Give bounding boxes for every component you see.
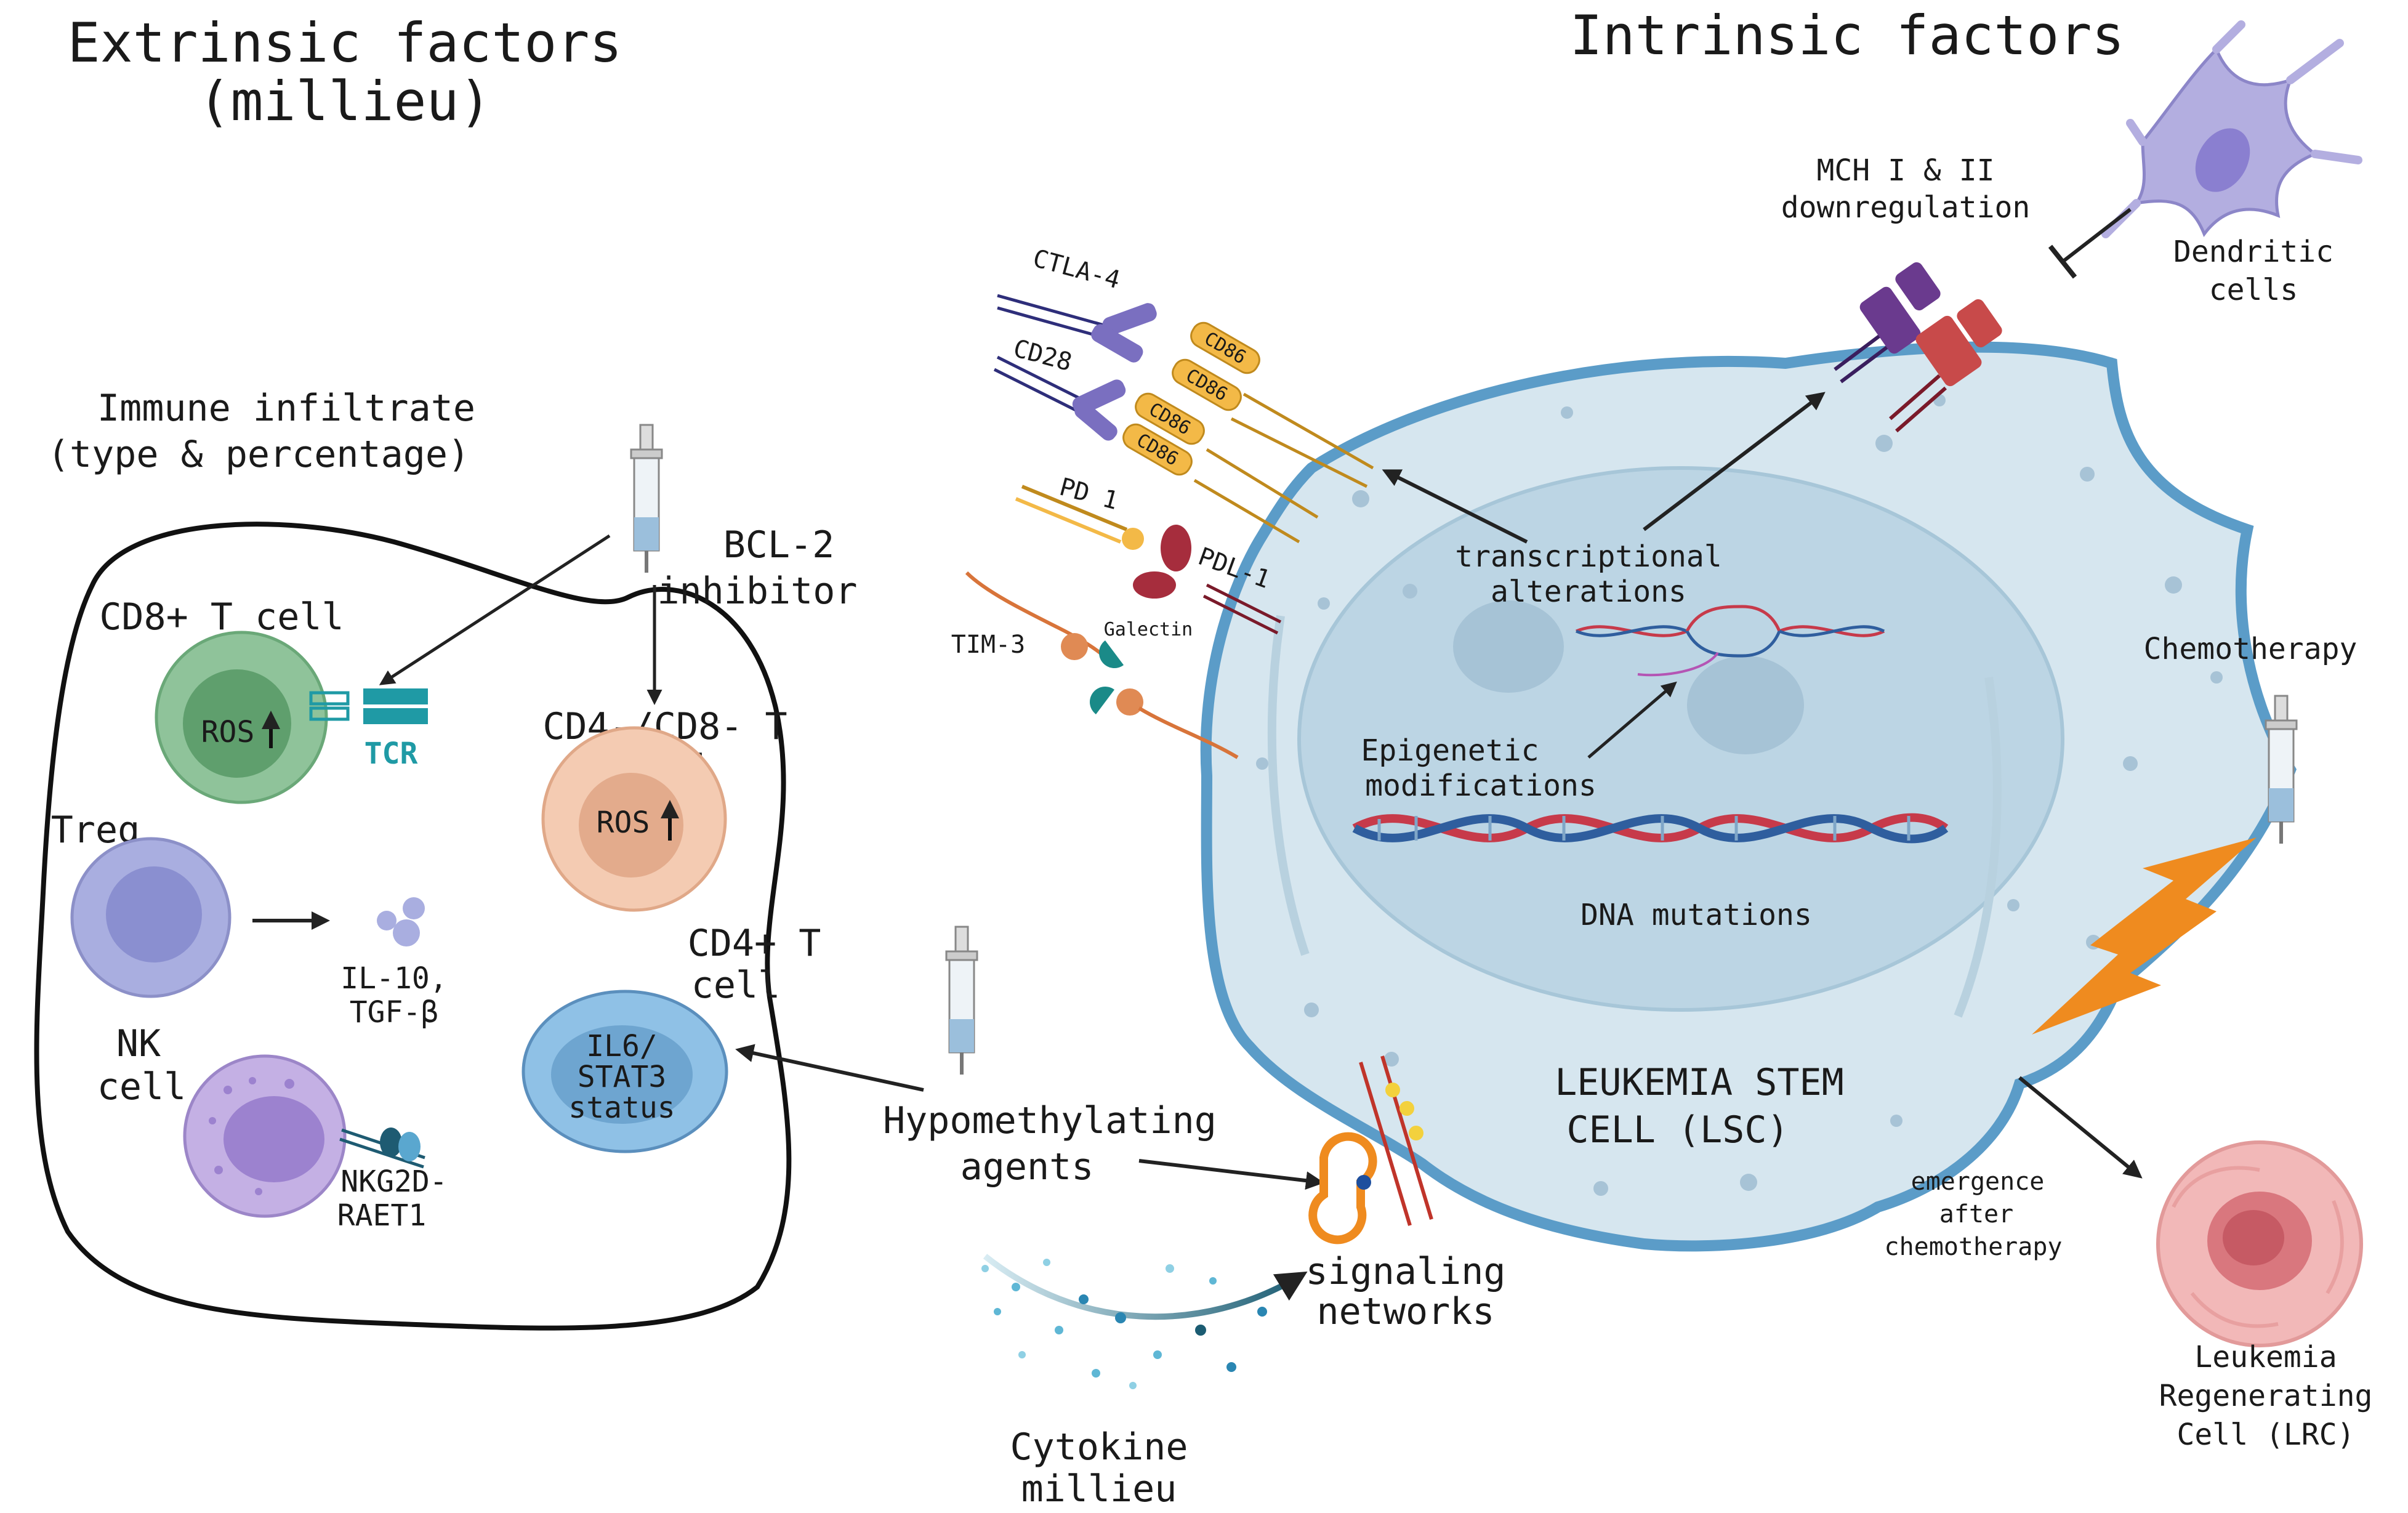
mhc-line2: downregulation bbox=[1781, 190, 2031, 225]
tcr-label: TCR bbox=[364, 736, 418, 771]
signaling-line2: networks bbox=[1317, 1290, 1495, 1333]
signaling-line1: signaling bbox=[1305, 1250, 1505, 1293]
transcript-to-mhc-arrow bbox=[1643, 392, 1826, 531]
pdl1-receptor-icon bbox=[1133, 525, 1282, 635]
cytoskeleton-line bbox=[1954, 676, 2002, 1018]
extrinsic-title-line2: (millieu) bbox=[198, 70, 492, 133]
nucleolus bbox=[1687, 656, 1804, 754]
cd4-cd8-negative-t-cell: ROS bbox=[541, 726, 727, 912]
nkg2d-line2: RAET1 bbox=[337, 1198, 427, 1233]
cd8-ros-label: ROS bbox=[201, 715, 255, 749]
cytoplasm-dots bbox=[1256, 394, 2223, 1196]
signaling-receptor-icon bbox=[1308, 1055, 1433, 1245]
cd4-t-cell: IL6/ STAT3 status bbox=[521, 990, 728, 1153]
emergence-line3: chemotherapy bbox=[1885, 1233, 2063, 1261]
emergence-line1: emergence bbox=[1911, 1168, 2045, 1196]
lsc-to-lrc-arrow bbox=[2018, 1076, 2143, 1179]
immune-infiltrate-line1: Immune infiltrate bbox=[97, 387, 475, 430]
bcl2-line2: inhibitor bbox=[657, 570, 857, 613]
inhibition-bar bbox=[2048, 244, 2077, 279]
syringe-icon bbox=[945, 926, 978, 1075]
transcriptional-line1: transcriptional bbox=[1455, 539, 1721, 574]
hypomethylating-line2: agents bbox=[960, 1145, 1094, 1188]
tim3-galectin-icon bbox=[965, 571, 1239, 759]
lightning-icon bbox=[2032, 837, 2257, 1035]
ctla4-label: CTLA-4 bbox=[1030, 244, 1123, 295]
chemotherapy-label: Chemotherapy bbox=[2144, 632, 2358, 666]
epigenetic-line2: modifications bbox=[1365, 769, 1597, 803]
il10-line2: TGF-β bbox=[350, 995, 439, 1030]
emergence-line2: after bbox=[1939, 1200, 2013, 1229]
hypo-to-cd4-arrow bbox=[735, 1044, 924, 1092]
galectin-label: Galectin bbox=[1104, 619, 1193, 640]
nk-line2: cell bbox=[97, 1065, 187, 1108]
cytokine-spray-icon bbox=[981, 1254, 1308, 1389]
dendritic-line1: Dendritic bbox=[2173, 235, 2334, 269]
il6-line2: STAT3 bbox=[578, 1060, 667, 1094]
lrc-line1: Leukemia bbox=[2194, 1340, 2337, 1374]
cytokine-line2: millieu bbox=[1021, 1467, 1177, 1511]
dendritic-line2: cells bbox=[2209, 273, 2298, 307]
transcript-to-receptors-arrow bbox=[1382, 469, 1528, 544]
nk-cell bbox=[183, 1054, 347, 1218]
pd1-receptor-icon bbox=[1015, 485, 1144, 550]
intrinsic-title: Intrinsic factors bbox=[1570, 4, 2125, 67]
nk-line1: NK bbox=[116, 1022, 161, 1065]
syringe-icon bbox=[2265, 695, 2298, 844]
mhc-line1: MCH I & II bbox=[1817, 153, 1995, 188]
lrc-line3: Cell (LRC) bbox=[2177, 1418, 2355, 1452]
lsc-line1: LEUKEMIA STEM bbox=[1555, 1061, 1844, 1104]
epigenetic-line1: Epigenetic bbox=[1361, 733, 1539, 768]
dna-helix-icon bbox=[1352, 813, 1949, 844]
lsc-line2: CELL (LSC) bbox=[1566, 1108, 1789, 1152]
dendritic-inhibition-line bbox=[2061, 208, 2132, 264]
il10-line1: IL-10, bbox=[340, 961, 447, 996]
dna-mutations-label: DNA mutations bbox=[1581, 898, 1812, 932]
leukemia-regenerating-cell bbox=[2156, 1140, 2363, 1347]
cytokine-dots-icon bbox=[377, 897, 425, 946]
nkg2d-receptor-icon bbox=[339, 1128, 425, 1169]
cd8-label: CD8+ T cell bbox=[99, 595, 344, 639]
tcr-receptor-icon bbox=[309, 688, 428, 724]
cd8-t-cell: ROS bbox=[155, 631, 328, 804]
mhc-receptor-icon bbox=[1834, 262, 2002, 433]
ctla4-receptor-icon bbox=[997, 294, 1157, 363]
transcriptional-line2: alterations bbox=[1491, 575, 1686, 609]
immune-infiltrate-outline bbox=[34, 522, 792, 1331]
cytoskeleton-line bbox=[1267, 615, 1310, 956]
dendritic-cell-icon bbox=[2101, 20, 2362, 238]
treg-cell bbox=[70, 837, 232, 998]
nucleolus bbox=[1453, 600, 1564, 693]
lrc-line2: Regenerating bbox=[2159, 1379, 2373, 1413]
cd28-label: CD28 bbox=[1010, 334, 1075, 377]
pd1-label: PD 1 bbox=[1057, 473, 1121, 515]
cytokine-line1: Cytokine bbox=[1010, 1426, 1188, 1469]
hypo-to-signaling-arrow bbox=[1138, 1159, 1324, 1190]
nkg2d-line1: NKG2D- bbox=[340, 1164, 447, 1199]
rna-transcription-icon bbox=[1576, 605, 1885, 677]
dn-ros-label: ROS bbox=[597, 805, 650, 840]
cd4-line1: CD4+ T bbox=[688, 922, 821, 965]
cd86-receptor-icon: CD86 bbox=[1122, 423, 1300, 544]
immune-infiltrate-line2: (type & percentage) bbox=[47, 433, 470, 476]
cd4-line2: cell bbox=[691, 964, 781, 1007]
cd28-receptor-icon bbox=[993, 355, 1126, 441]
syringe-icon bbox=[630, 424, 663, 573]
bcl2-line1: BCL-2 bbox=[723, 523, 835, 567]
tim3-label: TIM-3 bbox=[951, 631, 1025, 659]
hypomethylating-line1: Hypomethylating bbox=[883, 1099, 1217, 1142]
extrinsic-title: Extrinsic factors (millieu) bbox=[68, 11, 622, 133]
epi-to-rna-arrow bbox=[1587, 681, 1677, 759]
il6-line1: IL6/ bbox=[586, 1029, 658, 1063]
bcl2-to-cd8-arrow bbox=[379, 534, 611, 685]
il6-line3: status bbox=[568, 1091, 675, 1125]
extrinsic-title-line1: Extrinsic factors bbox=[68, 11, 622, 75]
